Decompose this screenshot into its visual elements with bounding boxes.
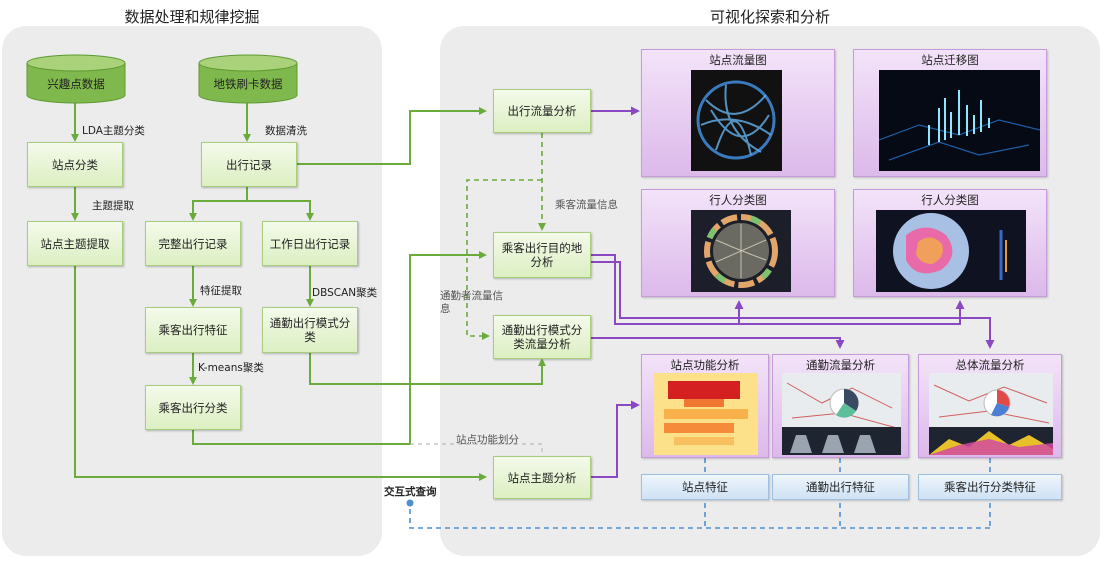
kmeans-label: K-means聚类 [198, 362, 264, 374]
commute-flow-title: 通勤流量分析 [806, 358, 875, 372]
pedestrian-classify-card-2[interactable]: 行人分类图 [853, 189, 1047, 297]
flow-analysis-node: 出行流量分析 [493, 89, 591, 133]
station-migration-card[interactable]: 站点迁移图 [853, 49, 1047, 177]
station-migration-thumbnail [879, 70, 1040, 171]
destination-analysis-node: 乘客出行目的地分析 [493, 232, 591, 278]
station-flow-thumbnail [691, 70, 782, 171]
commute-flow-analysis-node: 通勤出行模式分类流量分析 [493, 315, 591, 359]
left-section-title: 数据处理和规律挖掘 [124, 8, 260, 26]
commute-feature-box: 通勤出行特征 [772, 474, 909, 500]
weekday-trip-node: 工作日出行记录 [262, 221, 358, 266]
pedestrian-classify-thumbnail-1 [691, 210, 791, 292]
poi-data-cylinder: 兴趣点数据 [26, 54, 126, 104]
station-topic-analysis-node: 站点主题分析 [493, 456, 591, 499]
complete-trip-node: 完整出行记录 [145, 221, 241, 266]
commute-flow-card[interactable]: 通勤流量分析 [772, 354, 909, 458]
cylinder-shape [26, 54, 126, 104]
station-topic-node: 站点主题提取 [27, 221, 123, 266]
interactive-query-label: 交互式查询 [384, 486, 437, 498]
passenger-classify-node: 乘客出行分类 [145, 385, 241, 430]
pedestrian-classify-title-1: 行人分类图 [709, 193, 767, 207]
station-feature-box: 站点特征 [641, 474, 769, 500]
station-function-thumbnail [654, 373, 758, 455]
station-function-div-label: 站点功能划分 [456, 434, 519, 446]
pedestrian-classify-card-1[interactable]: 行人分类图 [641, 189, 835, 297]
data-clean-label: 数据清洗 [265, 125, 307, 137]
lda-label: LDA主题分类 [82, 125, 145, 137]
topic-extract-label: 主题提取 [92, 200, 134, 212]
pedestrian-classify-thumbnail-2 [876, 210, 1026, 292]
metro-data-cylinder: 地铁刷卡数据 [198, 54, 298, 104]
total-flow-card[interactable]: 总体流量分析 [918, 354, 1062, 458]
poi-data-label: 兴趣点数据 [47, 77, 105, 91]
station-migration-title: 站点迁移图 [921, 53, 979, 67]
feature-extract-label: 特征提取 [200, 285, 242, 297]
passenger-flow-info-label: 乘客流量信息 [555, 199, 618, 211]
right-section-title: 可视化探索和分析 [709, 8, 830, 26]
station-flow-title: 站点流量图 [709, 53, 767, 67]
total-flow-thumbnail [929, 373, 1053, 455]
station-classify-node: 站点分类 [27, 142, 123, 187]
commute-flow-info-label: 通勤者流量信息 [440, 290, 503, 315]
trip-record-node: 出行记录 [201, 142, 297, 187]
station-flow-card[interactable]: 站点流量图 [641, 49, 835, 177]
cylinder-shape [198, 54, 298, 104]
dbscan-label: DBSCAN聚类 [312, 287, 378, 299]
pedestrian-classify-title-2: 行人分类图 [921, 193, 979, 207]
station-function-card[interactable]: 站点功能分析 [641, 354, 769, 458]
station-function-title: 站点功能分析 [670, 358, 740, 372]
passenger-feature-node: 乘客出行特征 [145, 307, 241, 353]
commute-flow-thumbnail [782, 373, 901, 455]
commute-pattern-node: 通勤出行模式分类 [262, 307, 358, 353]
metro-data-label: 地铁刷卡数据 [213, 77, 283, 91]
passenger-feature-box: 乘客出行分类特征 [918, 474, 1062, 500]
total-flow-title: 总体流量分析 [955, 358, 1025, 372]
